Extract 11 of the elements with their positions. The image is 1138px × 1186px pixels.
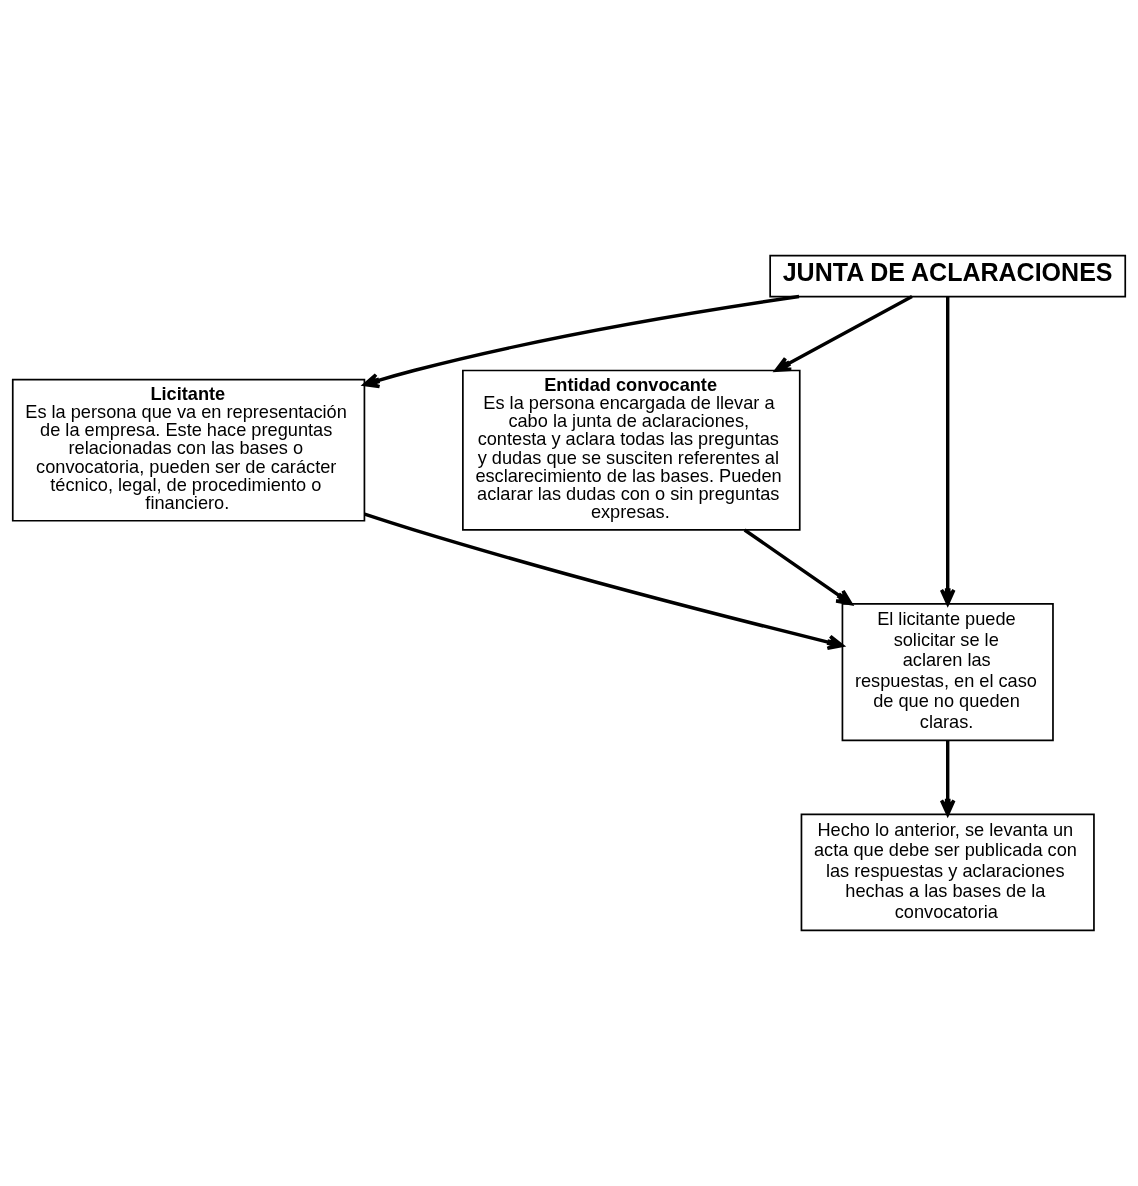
node-box: JUNTA DE ACLARACIONES [769, 254, 1127, 298]
arrow [743, 528, 853, 606]
node-box: Licitante Es la persona que va en representación de la empresa. Este hace preguntas relacionadas con las bases o convocatoria, pueden ser de carácter técnico, legal, de procedimiento o financiero. [11, 378, 366, 522]
arrow [364, 512, 844, 650]
arrow [774, 295, 913, 373]
node-box: Hecho lo anterior, se levanta un acta que debe ser publicada con las respuestas y aclaraciones hechas a las bases de la convocatoria [800, 813, 1095, 932]
arrow [362, 294, 800, 389]
node-box: El licitante puede solicitar se le aclaren las respuestas, en el caso de que no queden claras. [841, 602, 1054, 742]
node-box: Entidad convocante Es la persona encargada de llevar a cabo la junta de aclaraciones, contesta y aclara todas las preguntas y dudas que se susciten referentes al esclarecimiento de las bases. Pueden aclarar las dudas con o sin preguntas expresas. [462, 369, 801, 531]
arrow [939, 296, 956, 606]
arrow [939, 740, 956, 816]
